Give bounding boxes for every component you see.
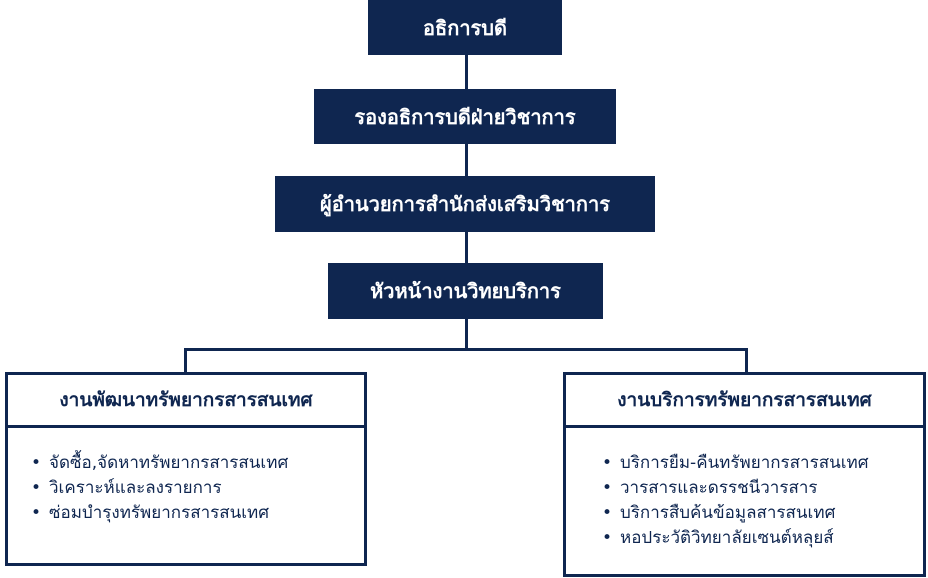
node-vice-president-academic: รองอธิการบดีฝ่ายวิชาการ bbox=[314, 89, 616, 144]
list-item: วิเคราะห์และลงรายการ bbox=[31, 476, 364, 501]
unit-task-list: จัดซื้อ,จัดหาทรัพยากรสารสนเทศ วิเคราะห์แ… bbox=[31, 451, 364, 526]
connector-line bbox=[465, 54, 468, 90]
node-director-academic-promotion: ผู้อำนวยการสำนักส่งเสริมวิชาการ bbox=[275, 176, 655, 232]
unit-title: งานบริการทรัพยากรสารสนเทศ bbox=[566, 375, 923, 428]
node-head-library-services: หัวหน้างานวิทยบริการ bbox=[328, 263, 603, 319]
list-item: หอประวัติวิทยาลัยเซนต์หลุยส์ bbox=[602, 526, 923, 551]
list-item: บริการสืบค้นข้อมูลสารสนเทศ bbox=[602, 501, 923, 526]
unit-title: งานพัฒนาทรัพยากรสารสนเทศ bbox=[8, 375, 364, 428]
unit-task-list: บริการยืม-คืนทรัพยากรสารสนเทศ วารสารและด… bbox=[602, 451, 923, 551]
list-item: จัดซื้อ,จัดหาทรัพยากรสารสนเทศ bbox=[31, 451, 364, 476]
list-item: ซ่อมบำรุงทรัพยากรสารสนเทศ bbox=[31, 501, 364, 526]
node-label: อธิการบดี bbox=[423, 15, 507, 40]
node-label: ผู้อำนวยการสำนักส่งเสริมวิชาการ bbox=[320, 192, 610, 216]
unit-panel-resource-development: งานพัฒนาทรัพยากรสารสนเทศ จัดซื้อ,จัดหาทร… bbox=[5, 372, 367, 566]
connector-line bbox=[465, 231, 468, 264]
list-item: วารสารและดรรชนีวารสาร bbox=[602, 476, 923, 501]
connector-line bbox=[465, 318, 468, 350]
connector-line bbox=[184, 348, 748, 351]
connector-line bbox=[184, 348, 187, 374]
node-label: รองอธิการบดีฝ่ายวิชาการ bbox=[354, 104, 576, 129]
node-label: หัวหน้างานวิทยบริการ bbox=[370, 279, 561, 303]
connector-line bbox=[465, 144, 468, 177]
list-item: บริการยืม-คืนทรัพยากรสารสนเทศ bbox=[602, 451, 923, 476]
node-president: อธิการบดี bbox=[368, 0, 562, 55]
connector-line bbox=[745, 348, 748, 374]
unit-panel-resource-services: งานบริการทรัพยากรสารสนเทศ บริการยืม-คืนท… bbox=[563, 372, 926, 577]
